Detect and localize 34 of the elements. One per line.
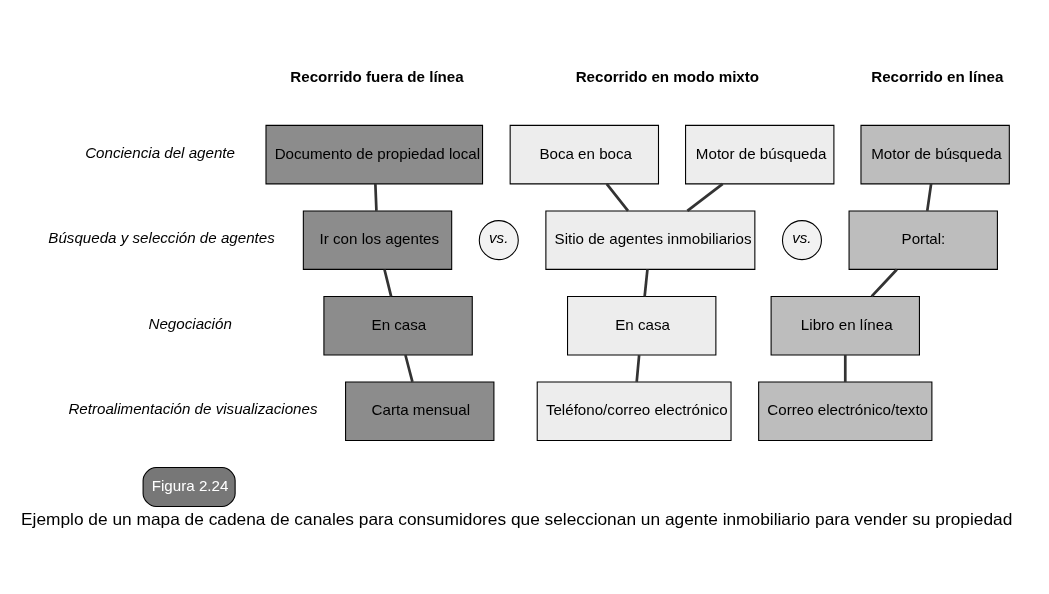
node-box: Carta mensual (345, 381, 495, 441)
node-box: Motor de búsqueda (685, 124, 835, 185)
label: Búsqueda y selección de agentes (48, 229, 275, 247)
node-box: En casa (323, 295, 473, 356)
node-box: Ir con los agentes (302, 210, 453, 270)
node-box: Sitio de agentes inmobiliarios (545, 210, 756, 270)
connector (404, 354, 414, 383)
node-box: Libro en línea (770, 295, 920, 356)
connector (605, 183, 630, 212)
connector (870, 268, 898, 298)
node-box: Teléfono/correo electrónico (536, 381, 732, 441)
label: Conciencia del agente (85, 143, 236, 161)
caption: Ejemplo de un mapa de cadena de canales para consumidores que seleccionan un agente inmobiliario para vender su propiedad (21, 508, 1013, 529)
node-box: Boca en boca (509, 124, 660, 185)
label: Retroalimentación de visualizaciones (68, 400, 318, 418)
connector (374, 183, 378, 211)
node-box: Portal: (848, 210, 998, 270)
connector (635, 354, 641, 383)
node-box: Documento de propiedad local (265, 124, 484, 185)
label: Recorrido fuera de línea (290, 67, 464, 85)
connector (925, 183, 933, 212)
label: Figura 2.24 (151, 477, 229, 495)
connector (643, 269, 649, 297)
label: Recorrido en línea (871, 67, 1004, 85)
connector (686, 182, 724, 212)
connector (843, 355, 847, 382)
node-circle: vs. (478, 220, 519, 261)
node-box: Motor de búsqueda (860, 124, 1010, 185)
label: Negociación (148, 314, 232, 332)
node-box: En casa (567, 295, 717, 356)
connector (383, 269, 393, 297)
node-box: Correo electrónico/texto (758, 381, 933, 441)
label: Recorrido en modo mixto (575, 67, 760, 85)
node-circle: vs. (781, 220, 822, 261)
